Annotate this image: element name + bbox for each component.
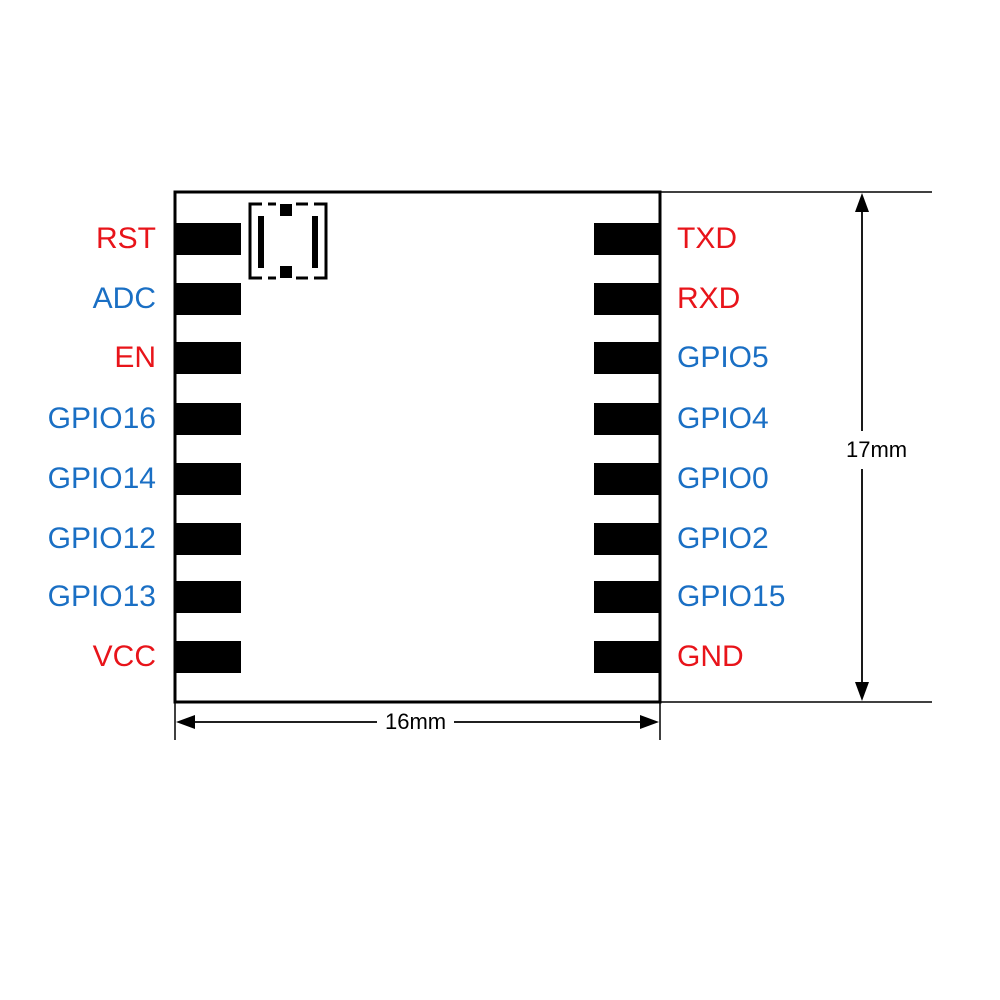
right-pad-gpio0	[594, 463, 660, 495]
left-pad-adc	[175, 283, 241, 315]
left-pin-label-gpio12: GPIO12	[47, 522, 156, 555]
right-pin-label-txd: TXD	[677, 222, 737, 255]
reset-switch-contact-top	[280, 204, 292, 216]
right-pin-label-gnd: GND	[677, 640, 744, 673]
left-pin-label-vcc: VCC	[92, 640, 156, 673]
right-pad-txd	[594, 223, 660, 255]
module-outline	[173, 190, 662, 704]
left-pin-label-adc: ADC	[92, 282, 156, 315]
right-pin-label-gpio0: GPIO0	[677, 462, 769, 495]
right-pin-label-gpio15: GPIO15	[677, 580, 786, 613]
width-arrow-right	[640, 715, 659, 729]
left-pad-vcc	[175, 641, 241, 673]
left-pin-label-en: EN	[114, 341, 156, 374]
right-pad-gpio4	[594, 403, 660, 435]
width-dimension-label: 16mm	[377, 709, 455, 735]
left-pin-label-gpio14: GPIO14	[47, 462, 156, 495]
left-pad-en	[175, 342, 241, 374]
right-pad-rxd	[594, 283, 660, 315]
height-dimension-label: 17mm	[840, 431, 914, 469]
reset-switch-bar-right	[312, 216, 318, 268]
right-pads	[594, 223, 660, 673]
right-pin-label-gpio4: GPIO4	[677, 402, 769, 435]
height-arrow-top	[855, 193, 869, 212]
width-arrow-left	[176, 715, 195, 729]
height-arrow-bottom	[855, 682, 869, 701]
left-pad-gpio14	[175, 463, 241, 495]
left-pad-gpio13	[175, 581, 241, 613]
right-pin-label-rxd: RXD	[677, 282, 741, 315]
left-pin-label-gpio16: GPIO16	[47, 402, 156, 435]
right-pad-gnd	[594, 641, 660, 673]
right-pad-gpio15	[594, 581, 660, 613]
left-pads	[175, 223, 241, 673]
left-pad-gpio12	[175, 523, 241, 555]
left-pin-label-rst: RST	[96, 222, 156, 255]
left-pad-rst	[175, 223, 241, 255]
left-pad-gpio16	[175, 403, 241, 435]
right-pad-gpio2	[594, 523, 660, 555]
right-pin-label-gpio2: GPIO2	[677, 522, 769, 555]
reset-switch-symbol	[248, 202, 328, 280]
left-pin-label-gpio13: GPIO13	[47, 580, 156, 613]
reset-switch-contact-bottom	[280, 266, 292, 278]
right-pin-label-gpio5: GPIO5	[677, 341, 769, 374]
reset-switch-bar-left	[258, 216, 264, 268]
right-pad-gpio5	[594, 342, 660, 374]
